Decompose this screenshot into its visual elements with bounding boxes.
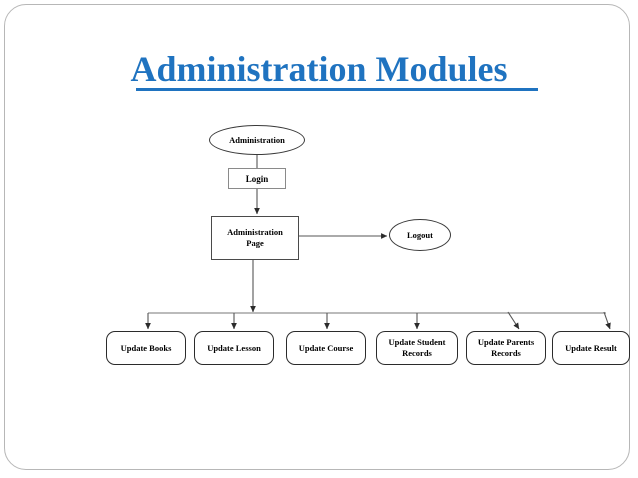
node-update-result-label: Update Result [565,342,617,353]
node-administration-page-label: Administration Page [227,227,283,249]
node-administration[interactable]: Administration [209,125,305,155]
node-administration-page-line1: Administration [227,227,283,237]
node-login[interactable]: Login [228,168,286,189]
page-title: Administration Modules [130,49,508,89]
node-update-parents-records[interactable]: Update Parents Records [466,331,546,365]
node-update-course-label: Update Course [298,342,354,353]
node-administration-page[interactable]: Administration Page [211,216,299,260]
node-update-result[interactable]: Update Result [552,331,630,365]
node-update-parents-records-label: Update Parents Records [478,337,534,359]
node-update-lesson[interactable]: Update Lesson [194,331,274,365]
node-logout[interactable]: Logout [389,219,451,251]
node-update-books-label: Update Books [120,342,172,353]
node-login-label: Login [245,173,269,184]
node-update-books[interactable]: Update Books [106,331,186,365]
node-update-student-records-line2: Records [402,348,432,358]
edge-bus-to-update-result [603,311,611,330]
node-update-parents-records-line2: Records [491,348,521,358]
node-update-student-records-line1: Update Student [388,337,446,347]
title-underline [136,88,538,91]
node-update-course[interactable]: Update Course [286,331,366,365]
edge-bus-to-update-parents-records [507,311,520,330]
node-update-student-records-label: Update Student Records [389,337,446,359]
node-update-lesson-label: Update Lesson [207,342,261,353]
node-administration-label: Administration [229,135,285,145]
node-administration-page-line2: Page [246,238,264,248]
node-update-student-records[interactable]: Update Student Records [376,331,458,365]
node-logout-label: Logout [407,230,433,240]
node-update-parents-records-line1: Update Parents [477,337,535,347]
